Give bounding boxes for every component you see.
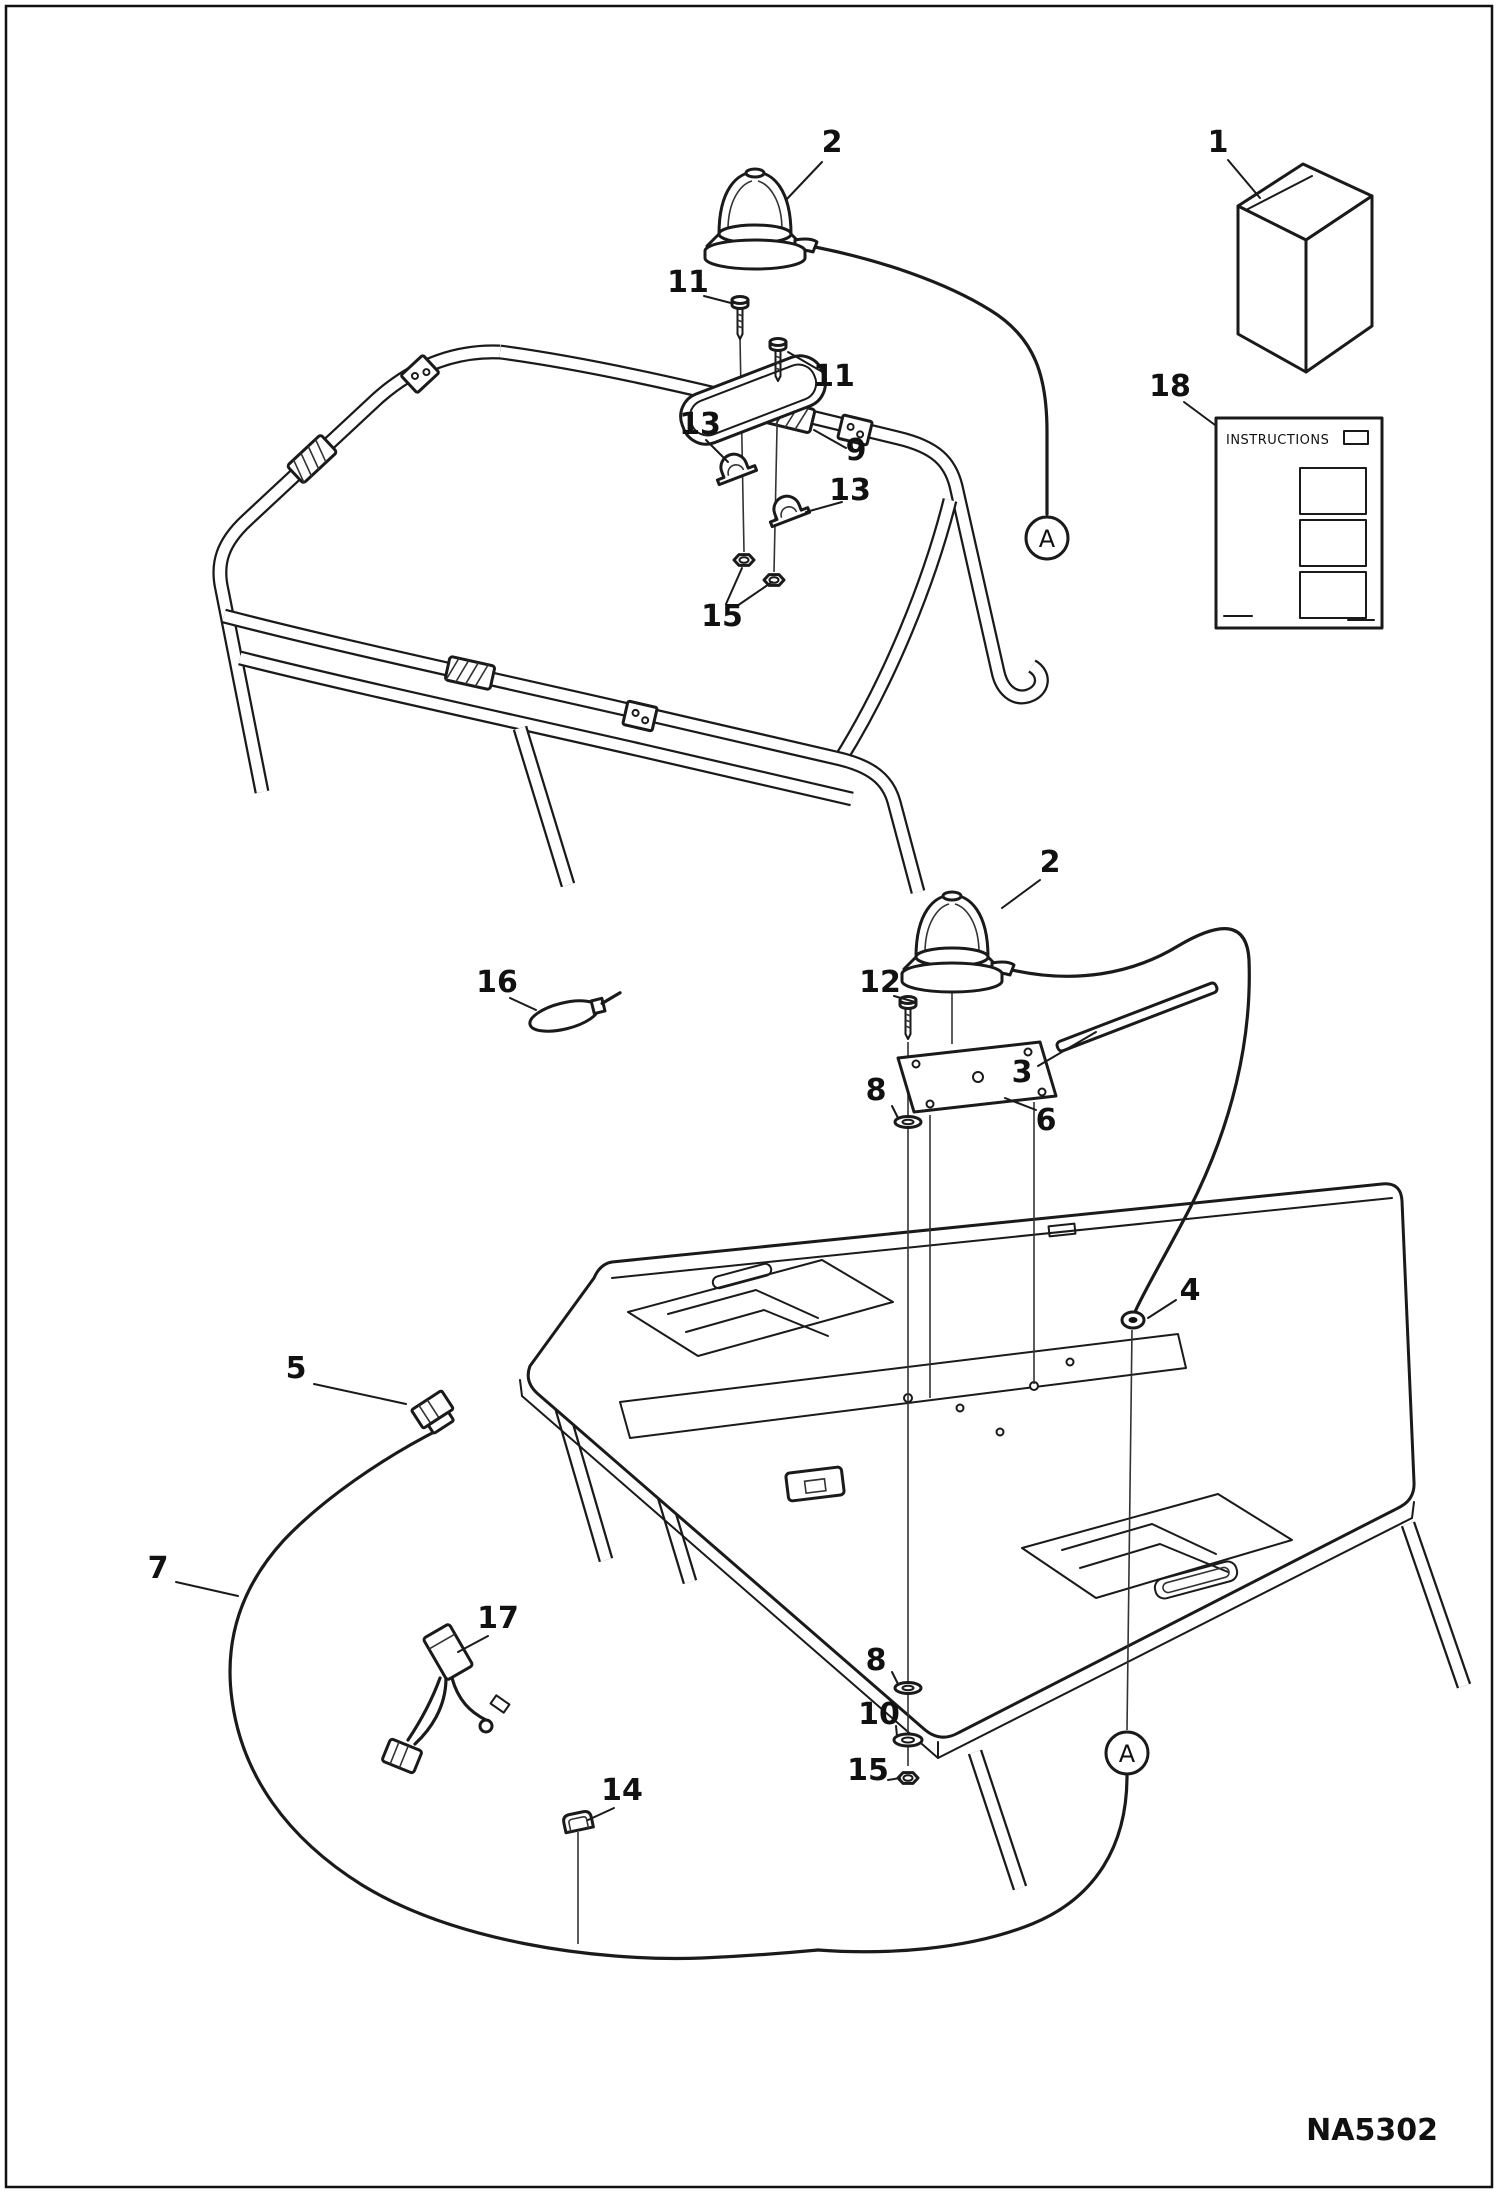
callout-18: 18 xyxy=(1149,369,1191,404)
tube-sleeve xyxy=(286,434,338,484)
callout-4: 4 xyxy=(1180,1273,1201,1308)
drawing-number: NA5302 xyxy=(1306,2113,1438,2148)
cable-tie xyxy=(528,991,622,1033)
beacon-light-roof xyxy=(900,890,1251,1314)
instruction-sheet: INSTRUCTIONS xyxy=(1214,416,1384,630)
callout-13-left: 13 xyxy=(679,407,721,442)
callout-8-top: 8 xyxy=(866,1073,887,1108)
callout-15-top: 15 xyxy=(701,599,743,634)
callout-14: 14 xyxy=(601,1773,643,1808)
section-a-bottom: A xyxy=(1119,1740,1136,1768)
callout-12: 12 xyxy=(859,965,901,1000)
roof-panel xyxy=(519,1182,1416,1759)
nut-icon xyxy=(732,553,756,567)
mount-plate-roof xyxy=(896,1040,1058,1114)
instruction-sheet-title: INSTRUCTIONS xyxy=(1226,433,1329,448)
ring-terminal-icon xyxy=(478,1718,494,1734)
harness-connector xyxy=(381,1737,423,1775)
section-marker-top: A xyxy=(1024,515,1070,561)
callout-5: 5 xyxy=(286,1351,307,1386)
callout-17: 17 xyxy=(477,1601,519,1636)
callout-2-mid: 2 xyxy=(1040,845,1061,880)
section-marker-bottom: A xyxy=(1104,1730,1150,1776)
flat-washer-icon xyxy=(892,1732,924,1748)
roof-handle-slot xyxy=(1153,1560,1239,1600)
connector-plug xyxy=(410,1389,455,1435)
beacon-light-rops xyxy=(703,167,1049,516)
tube-sleeve xyxy=(444,655,496,691)
callout-11-right: 11 xyxy=(813,359,855,394)
roof-latch-cutout xyxy=(784,1465,846,1503)
callout-labels: 1 2 11 11 9 13 13 15 18 2 16 12 8 6 3 4 … xyxy=(148,125,1229,1808)
leader-lines xyxy=(175,159,1261,1821)
mount-tab xyxy=(836,413,874,447)
kit-box xyxy=(1236,162,1374,374)
callout-11-left: 11 xyxy=(667,265,709,300)
callout-16: 16 xyxy=(476,965,518,1000)
callout-6: 6 xyxy=(1036,1103,1057,1138)
mount-tab xyxy=(621,699,659,733)
relay-body xyxy=(422,1623,474,1681)
callout-9: 9 xyxy=(846,433,867,468)
callout-10: 10 xyxy=(858,1697,900,1732)
mount-tab xyxy=(400,354,440,394)
roof-rib-left xyxy=(627,1259,894,1357)
wire-harness xyxy=(228,991,1129,1961)
callout-13-right: 13 xyxy=(829,473,871,508)
callout-3: 3 xyxy=(1012,1055,1033,1090)
roof-mount-assembly xyxy=(892,992,1058,1785)
nut-icon xyxy=(762,573,786,587)
mount-plate-rops xyxy=(679,354,827,446)
rops-frame xyxy=(212,344,1049,894)
page-border xyxy=(4,4,1494,2189)
callout-8-bottom: 8 xyxy=(866,1643,887,1678)
spade-terminal-icon xyxy=(489,1694,511,1714)
clamp xyxy=(768,494,812,529)
callout-1: 1 xyxy=(1208,125,1229,160)
roof-rib-right xyxy=(1021,1493,1293,1600)
wire-clip xyxy=(562,1810,595,1944)
callout-15-bottom: 15 xyxy=(847,1753,889,1788)
callout-7: 7 xyxy=(148,1551,169,1586)
wire-axis xyxy=(1126,1329,1133,1731)
relay-assembly xyxy=(381,1623,511,1775)
callout-2-top: 2 xyxy=(822,125,843,160)
wire-cover-strip xyxy=(1055,981,1219,1053)
grommet xyxy=(1120,1310,1146,1330)
section-a-top: A xyxy=(1039,525,1056,553)
